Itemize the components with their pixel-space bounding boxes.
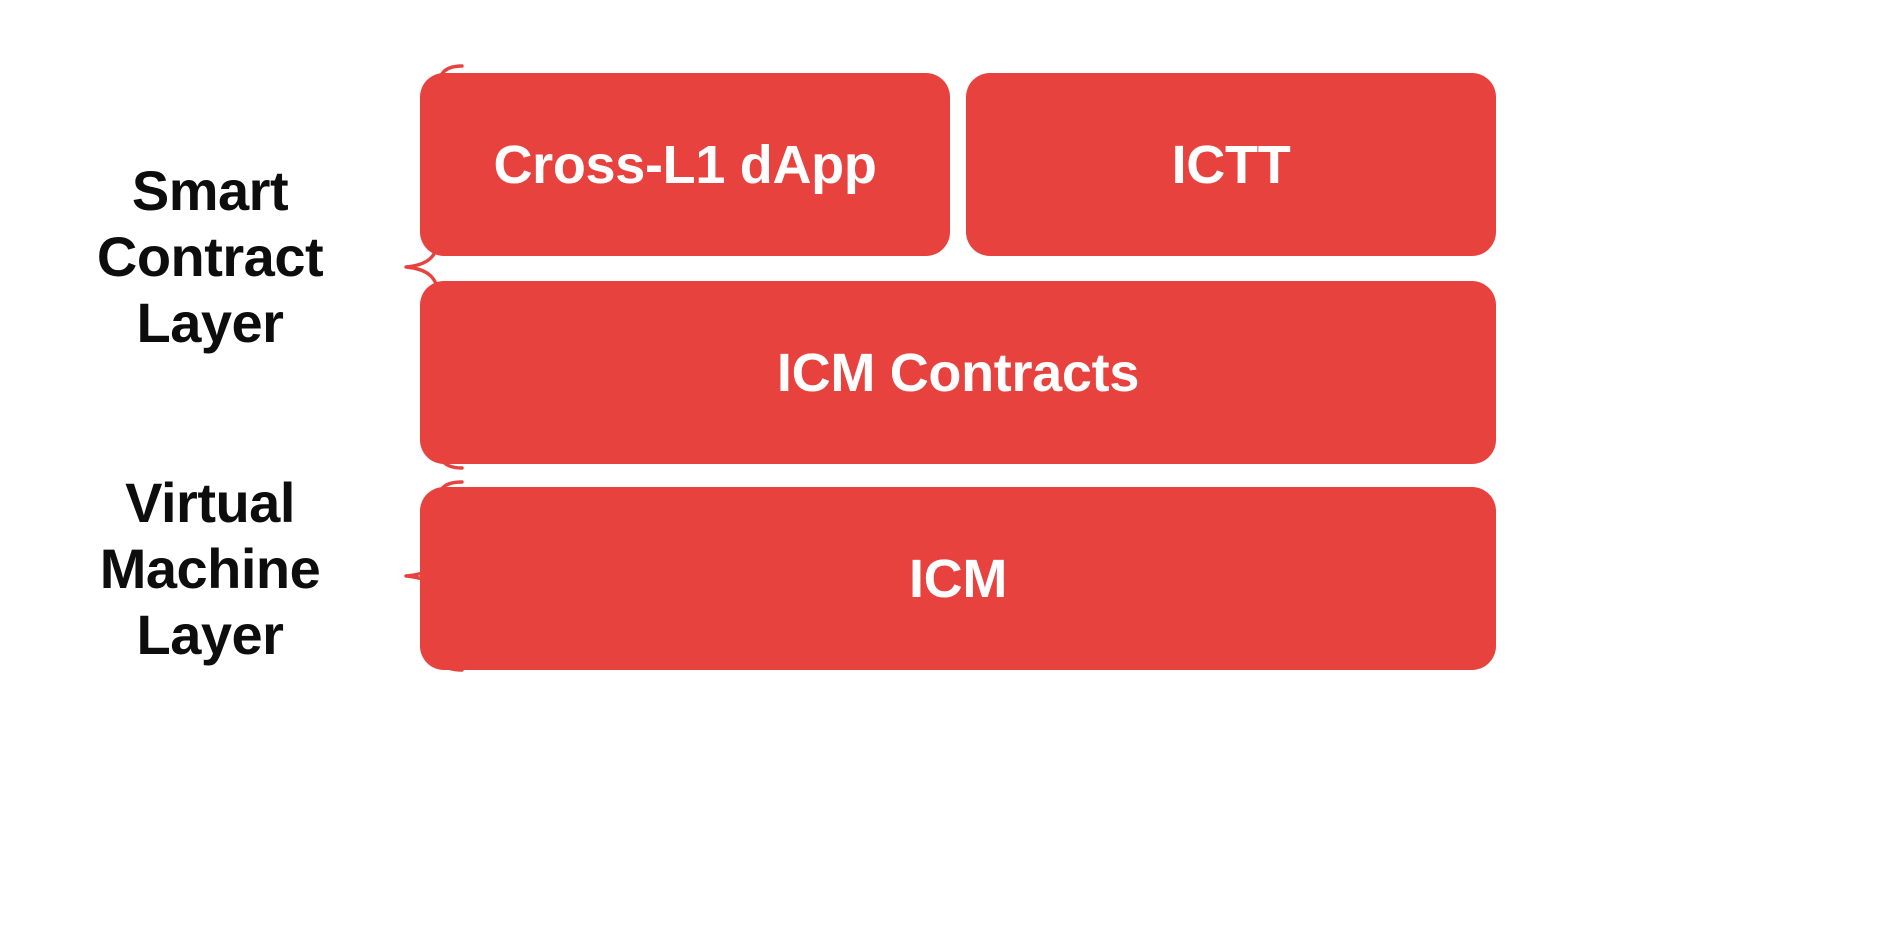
box-ictt: ICTT xyxy=(966,73,1496,256)
layer-label-virtual-machine: Virtual Machine Layer xyxy=(99,471,321,667)
box-icm-contracts: ICM Contracts xyxy=(420,281,1496,464)
box-cross-l1-dapp: Cross-L1 dApp xyxy=(420,73,950,256)
box-icm: ICM xyxy=(420,487,1496,670)
layer-label-smart-contract: Smart Contract Layer xyxy=(96,159,324,355)
